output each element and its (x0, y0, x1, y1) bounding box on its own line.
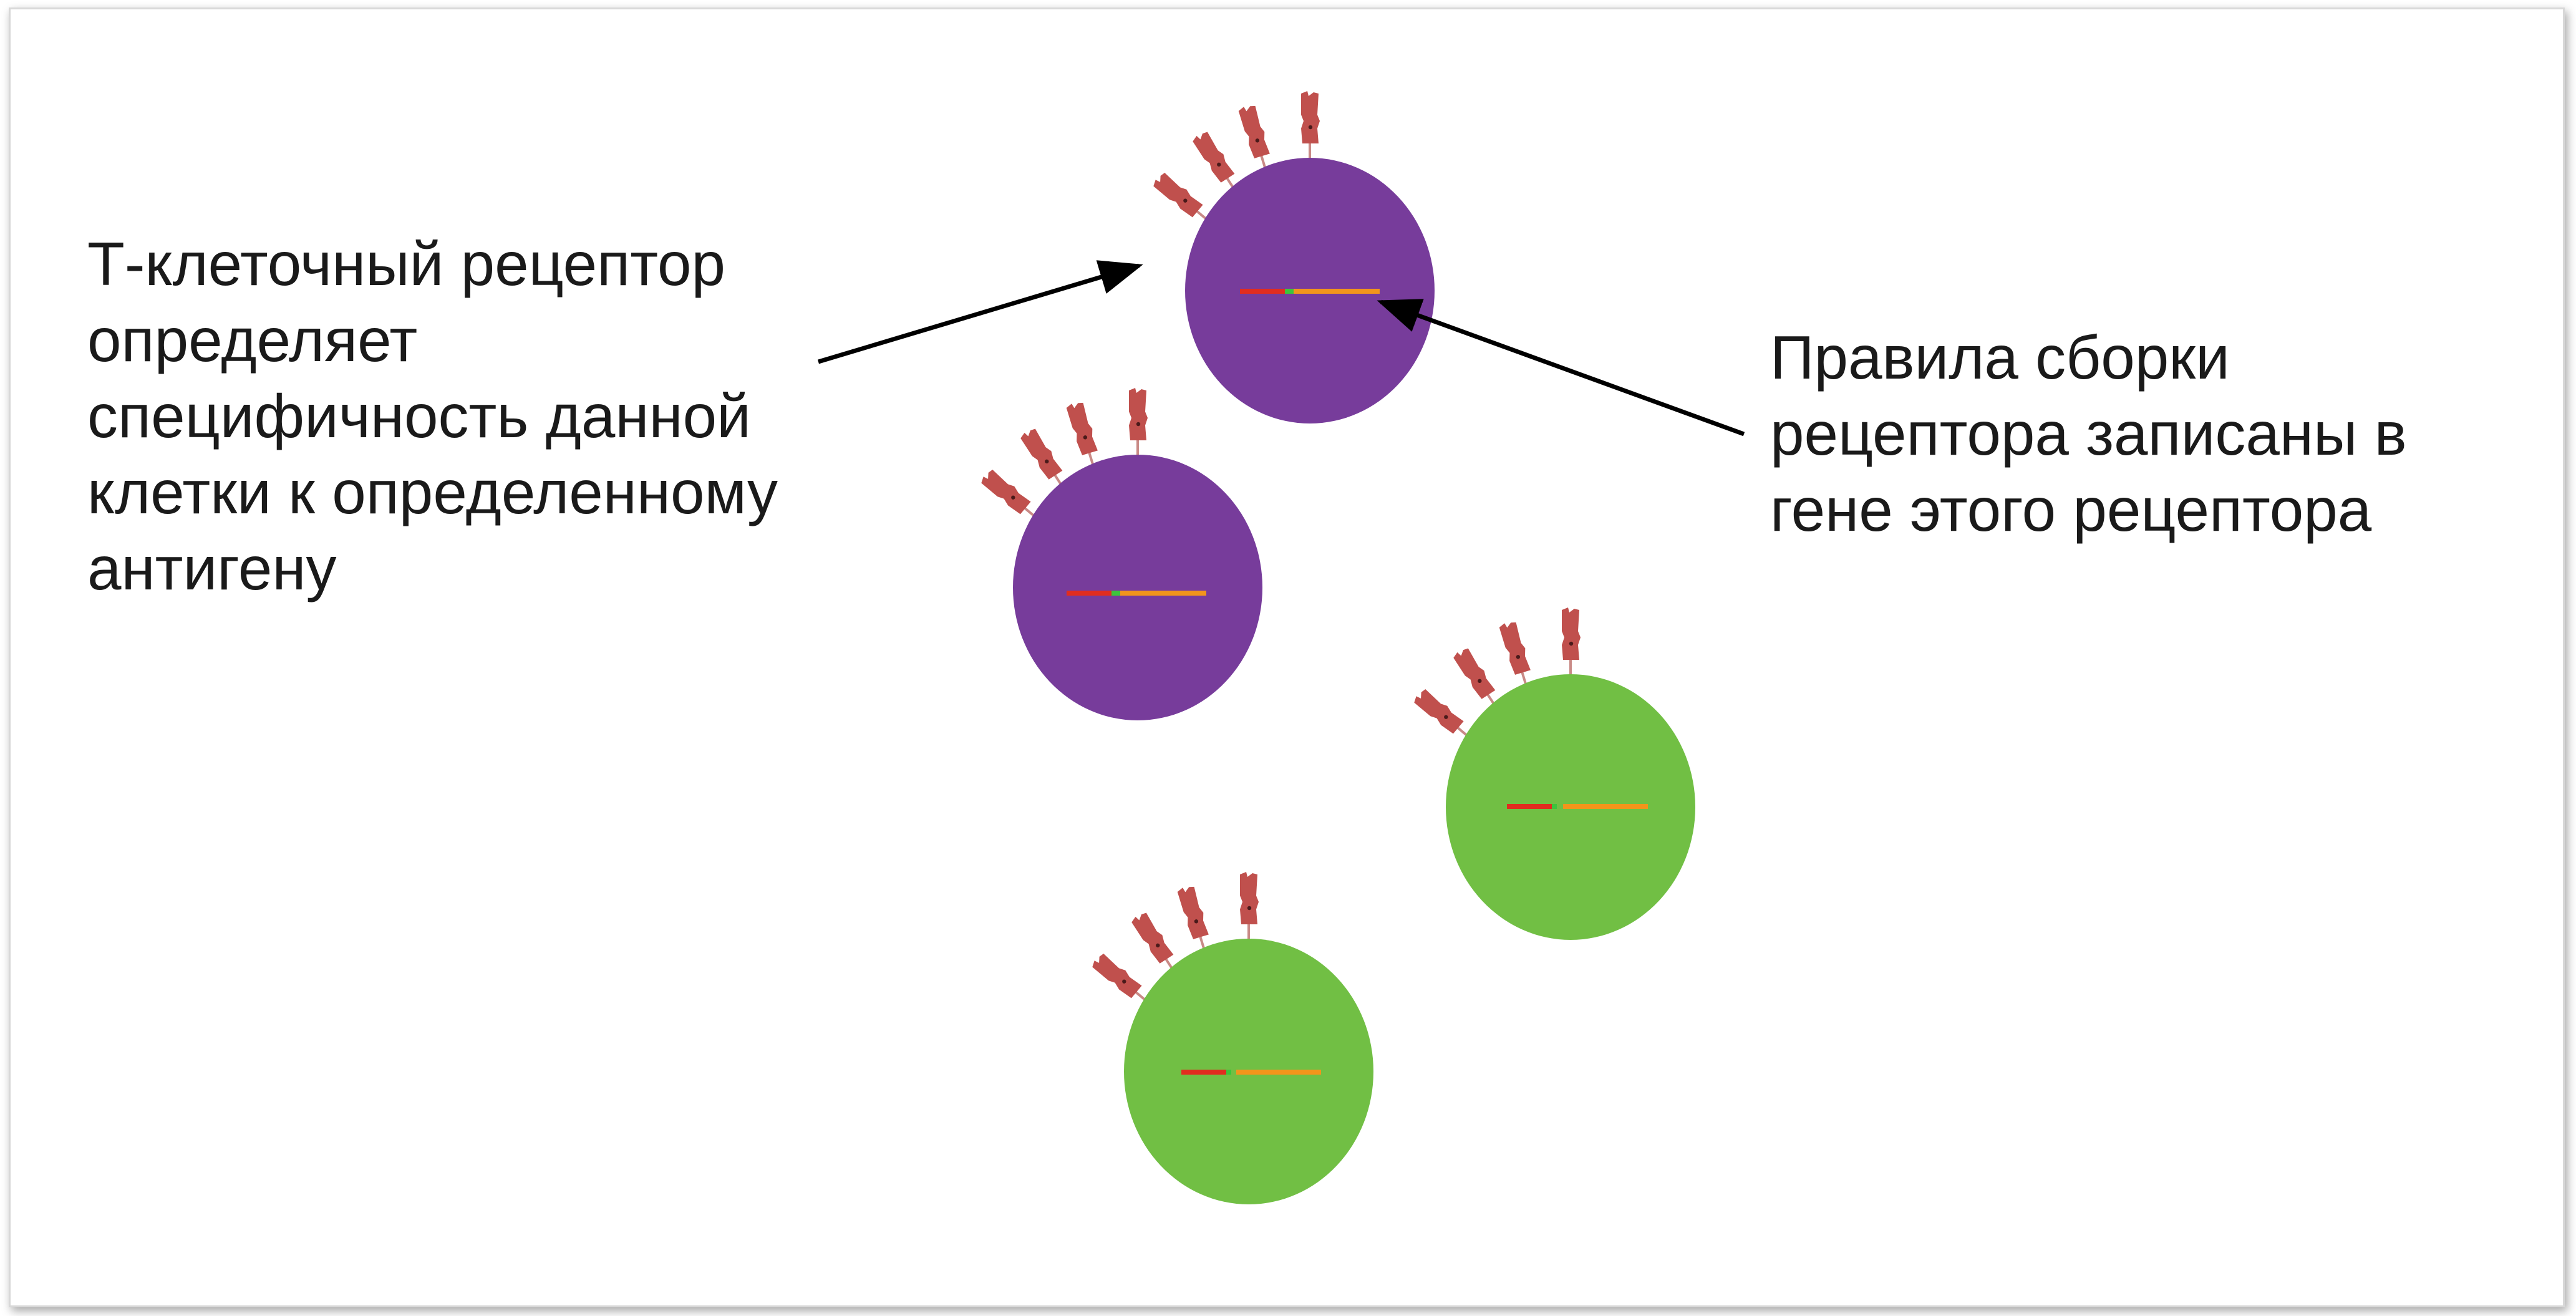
purple-cell-top (1151, 91, 1435, 423)
arrow-to-gene (1377, 299, 1745, 437)
gene-segment-bar (1181, 1070, 1321, 1075)
caption-tcr-specificity: Т-клеточный рецептор определяет специфич… (87, 230, 778, 602)
arrow-to-receptor (817, 260, 1143, 364)
cell-circle (1013, 455, 1262, 720)
green-cell-right (1412, 607, 1695, 940)
purple-cell-middle (979, 388, 1262, 720)
caption-assembly-rules: Правила сборки рецептора записаны в гене… (1770, 323, 2407, 544)
gene-segment-bar (1067, 591, 1206, 596)
gene-segment-bar (1507, 804, 1648, 809)
green-cell-bottom (1090, 872, 1373, 1204)
gene-segment-bar (1240, 289, 1380, 294)
